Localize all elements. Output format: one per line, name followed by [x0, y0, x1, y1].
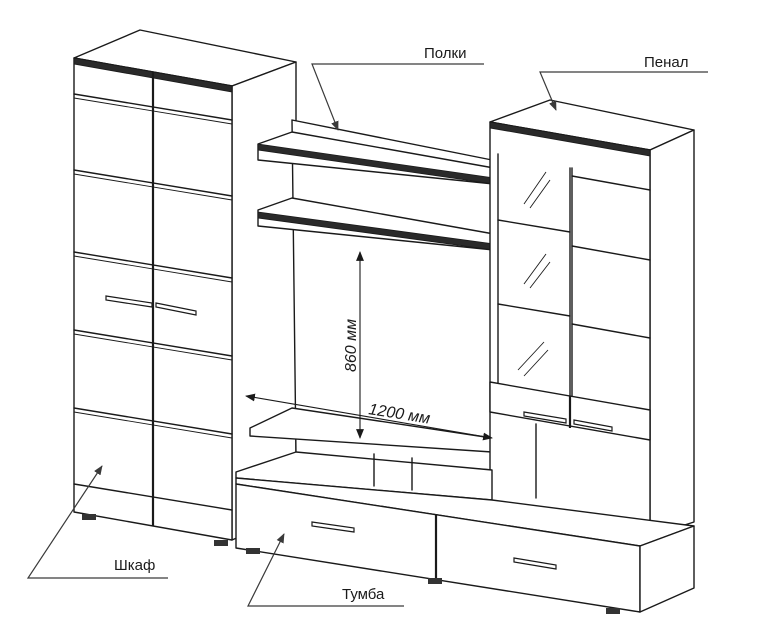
shelves-leader-line [311, 63, 484, 131]
width-dimension-line [245, 393, 493, 441]
callout-wardrobe: Шкаф [26, 465, 168, 579]
pencil-drawer-left-handle [523, 411, 567, 424]
tv-stand-side [639, 525, 695, 613]
callout-pencil-case: Пенал [539, 54, 708, 111]
tv-stand-right-handle [513, 557, 557, 570]
tv-stand-niche [235, 451, 493, 501]
wardrobe-right-handle [155, 302, 197, 316]
wardrobe-left-handle [105, 295, 153, 308]
tv-stand-leader-line [247, 533, 404, 607]
callout-shelves: Полки [311, 45, 484, 131]
pencil-case-leader-line [539, 71, 708, 111]
wardrobe-leader-line [26, 465, 168, 579]
pencil-case-side [649, 129, 695, 537]
tv-stand-left-handle [311, 521, 355, 533]
pencil-case-label: Пенал [644, 54, 689, 71]
height-dimension-label: 860 мм [343, 319, 360, 372]
pencil-drawer-right-handle [573, 419, 613, 432]
shelves-label: Полки [424, 45, 467, 62]
tv-stand-label: Тумба [342, 586, 385, 603]
wardrobe-label: Шкаф [114, 557, 155, 574]
tv-stand [235, 451, 695, 614]
pencil-case [489, 99, 695, 537]
callout-tv-stand: Тумба [247, 533, 404, 607]
